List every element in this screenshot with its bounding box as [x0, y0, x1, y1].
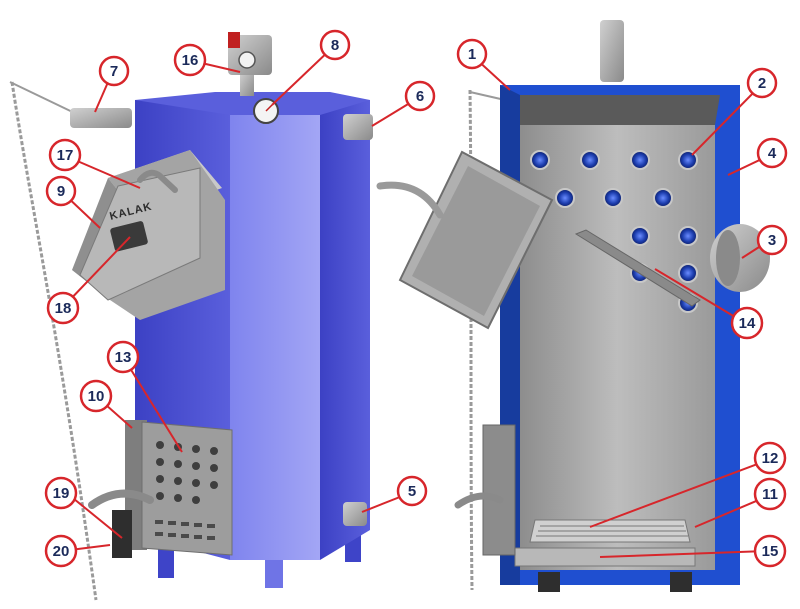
svg-text:10: 10 [88, 388, 105, 405]
callout-10: 10 [79, 379, 113, 413]
callout-19: 19 [44, 476, 78, 510]
boiler-top [135, 92, 370, 115]
door-handle-17 [137, 169, 178, 193]
svg-text:1: 1 [468, 46, 476, 63]
callout-6: 6 [404, 80, 436, 112]
svg-text:2: 2 [758, 75, 766, 92]
svg-text:19: 19 [53, 485, 70, 502]
callout-8: 8 [319, 29, 351, 61]
callout-9: 9 [45, 175, 77, 207]
callout-3: 3 [756, 224, 788, 256]
callout-13: 13 [106, 340, 140, 374]
callout-17: 17 [48, 138, 82, 172]
inlet-pipe-bottom [343, 502, 367, 526]
svg-text:12: 12 [762, 450, 779, 467]
baffle-plate [574, 229, 701, 307]
chain-left [10, 81, 98, 601]
svg-text:3: 3 [768, 232, 776, 249]
exterior-boiler: KALAK [9, 32, 373, 601]
top-pipe [240, 72, 254, 96]
safety-valve-red [228, 32, 240, 48]
svg-text:13: 13 [115, 349, 132, 366]
callout-16: 16 [173, 43, 207, 77]
combustion-chamber [520, 125, 715, 570]
callout-7: 7 [98, 55, 130, 87]
callout-1: 1 [456, 38, 488, 70]
callout-20: 20 [44, 534, 78, 568]
svg-text:16: 16 [182, 52, 199, 69]
ash-door-handle [88, 489, 154, 509]
cutaway-top-pipe [600, 20, 624, 82]
side-pipe-7 [70, 108, 132, 128]
chamber-top [520, 95, 720, 125]
svg-text:17: 17 [57, 147, 74, 164]
svg-text:9: 9 [57, 183, 65, 200]
boiler-side-right [320, 100, 370, 560]
cutaway-ash-door [482, 424, 516, 556]
svg-text:11: 11 [762, 486, 778, 503]
callout-2: 2 [746, 67, 778, 99]
ash-door-slots [155, 520, 215, 540]
draft-regulator [112, 510, 132, 558]
svg-text:20: 20 [53, 543, 70, 560]
safety-gauge [238, 51, 256, 69]
svg-text:7: 7 [110, 63, 118, 80]
callout-14: 14 [730, 306, 764, 340]
callout-5: 5 [396, 475, 428, 507]
callout-12: 12 [753, 441, 787, 475]
svg-text:18: 18 [55, 300, 72, 317]
cutaway-ash-handle [454, 492, 504, 509]
logo-badge [110, 221, 148, 252]
ash-door [141, 421, 233, 556]
callout-11: 11 [753, 477, 787, 511]
svg-text:6: 6 [416, 88, 424, 105]
callout-badges: 1 2 3 4 5 6 7 8 9 10 11 12 13 14 15 16 1… [44, 29, 788, 568]
cutaway-boiler [376, 20, 770, 592]
svg-text:4: 4 [768, 145, 777, 162]
chain-rod-right [469, 91, 506, 101]
outlet-pipe-top [343, 114, 373, 140]
callout-18: 18 [46, 291, 80, 325]
svg-text:5: 5 [408, 483, 416, 500]
svg-text:15: 15 [762, 543, 779, 560]
open-door-handle [376, 181, 444, 219]
svg-text:14: 14 [739, 315, 756, 332]
svg-text:8: 8 [331, 37, 339, 54]
boiler-front-face [230, 100, 320, 560]
callout-4: 4 [756, 137, 788, 169]
callout-15: 15 [753, 534, 787, 568]
